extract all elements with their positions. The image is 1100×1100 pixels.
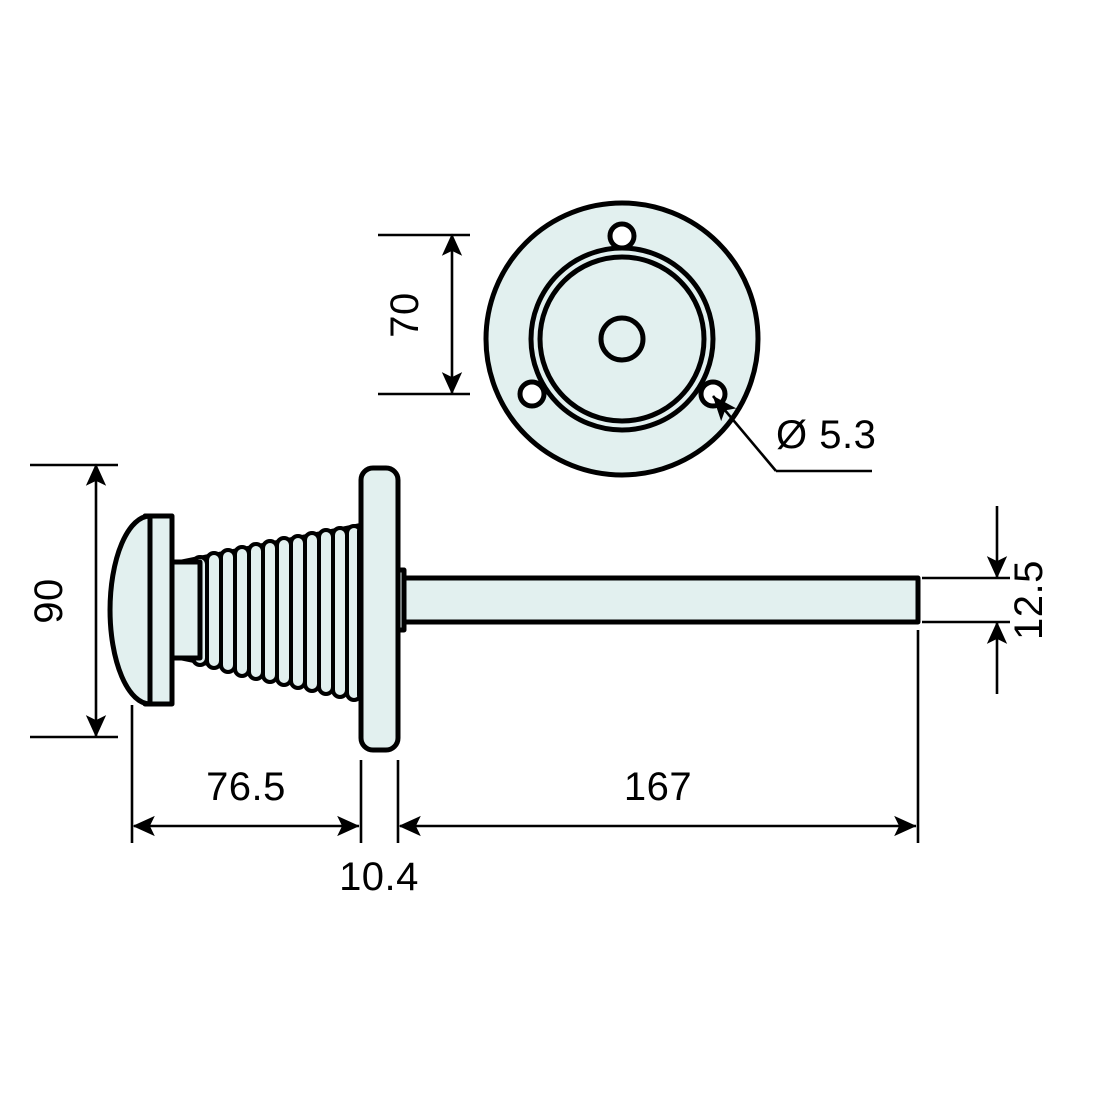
dimension-10-4: 10.4 [339, 760, 419, 899]
mounting-hole-top [607, 221, 637, 251]
bellows-ribs [191, 522, 375, 704]
mounting-hole-bottom-right [698, 379, 728, 409]
flange-outer-disc [483, 200, 761, 478]
bellows-rib [219, 548, 237, 674]
dimension-12-5: 12.5 [922, 506, 1051, 694]
flange-center-bore [598, 315, 646, 363]
dimension-167-label: 167 [624, 765, 692, 809]
flange-concentric-ring-inner [537, 254, 707, 424]
mounting-plate [358, 465, 401, 753]
bellows-rib [303, 531, 321, 693]
dimension-10-4-label: 10.4 [339, 855, 419, 899]
bellows-rib [317, 528, 335, 696]
bellows-rib [289, 534, 307, 690]
dimension-70: 70 [378, 233, 470, 396]
hole-diameter-leader-line [712, 395, 777, 472]
front-view-circular-flange [483, 200, 761, 478]
dimension-hole-diameter-label: Ø 5.3 [776, 413, 876, 457]
dimension-90: 90 [27, 463, 118, 739]
bellows-rib [275, 536, 293, 687]
side-view-assembly [107, 465, 921, 753]
dimension-70-label: 70 [383, 292, 427, 338]
shaft-rod [397, 575, 921, 625]
dimension-hole-diameter: Ø 5.3 [712, 395, 876, 473]
head-flange-disc [142, 513, 175, 707]
dimension-76-5-label: 76.5 [206, 765, 286, 809]
dimension-90-label: 90 [27, 578, 71, 624]
bellows-rib [205, 551, 223, 670]
head-neck [167, 559, 203, 661]
bellows-rib [247, 542, 265, 681]
dimension-12-5-label: 12.5 [1007, 560, 1051, 640]
bellows-rib [261, 539, 279, 684]
dimension-167: 167 [398, 630, 920, 843]
bellows-rib [233, 545, 251, 678]
mounting-hole-bottom-left [517, 379, 547, 409]
domed-head [107, 513, 153, 707]
bellows-rib [331, 526, 349, 699]
dimension-76-5: 76.5 [130, 705, 363, 843]
